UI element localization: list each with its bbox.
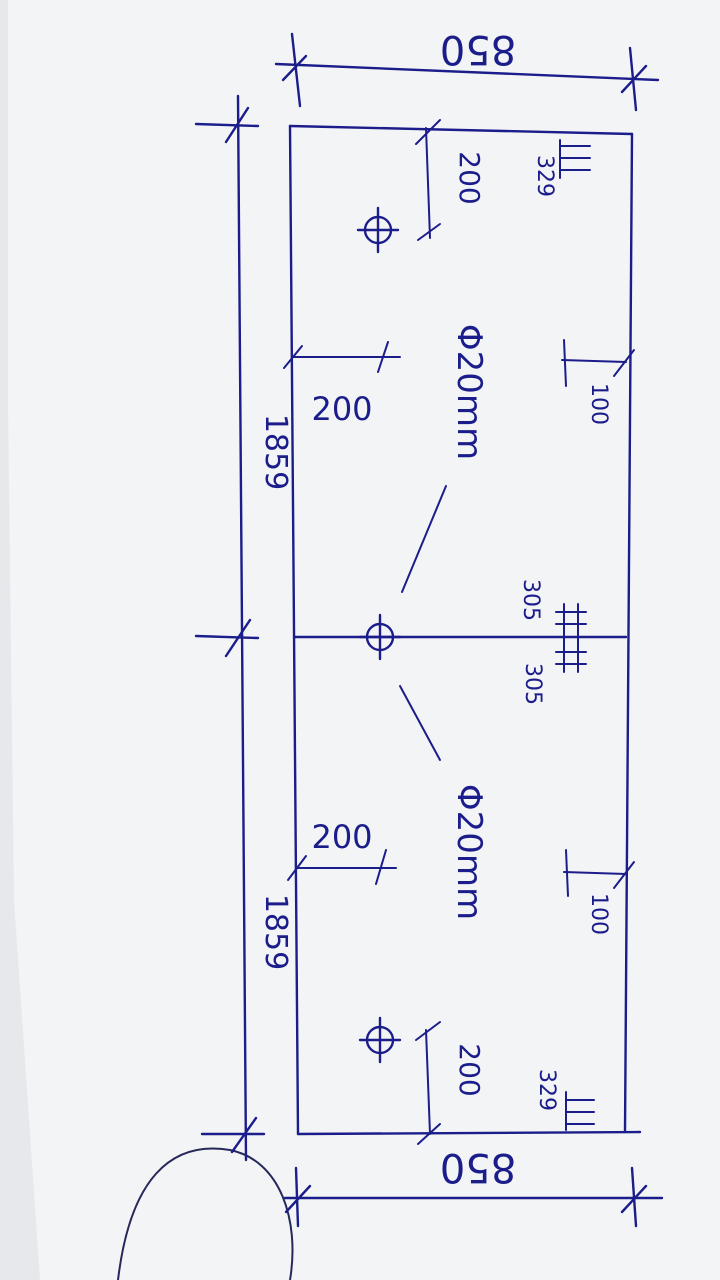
dimension-100-lower bbox=[563, 849, 635, 897]
hole-upper bbox=[356, 206, 400, 254]
dim-label-305-left: 305 bbox=[518, 579, 543, 621]
plate-outline bbox=[288, 124, 642, 1136]
hatch-marks-bottom bbox=[565, 1091, 595, 1131]
hole-diameter-label-upper: Φ20mm bbox=[449, 324, 489, 460]
length-label-lower: 1859 bbox=[258, 894, 293, 970]
hatch-marks-top bbox=[559, 139, 591, 179]
offset-label-left-lower: 200 bbox=[311, 818, 372, 856]
offset-label-lower-hole: 200 bbox=[453, 1043, 486, 1096]
hole-center bbox=[358, 613, 402, 661]
width-dimension-top bbox=[274, 32, 660, 112]
offset-dimension-upper-hole bbox=[415, 119, 441, 241]
hole-diameter-label-lower: Φ20mm bbox=[449, 784, 489, 920]
length-label-upper: 1859 bbox=[258, 414, 293, 490]
width-label-bottom: 850 bbox=[440, 1144, 516, 1190]
offset-dimension-left-lower bbox=[287, 849, 397, 885]
offset-label-left-upper: 200 bbox=[311, 390, 372, 428]
diameter-leader-lower bbox=[399, 685, 441, 761]
dim-label-329-top: 329 bbox=[532, 155, 557, 197]
dim-label-100-lower: 100 bbox=[586, 893, 611, 935]
hole-lower bbox=[358, 1016, 402, 1064]
diameter-leader-upper bbox=[401, 485, 447, 593]
dim-label-305-right: 305 bbox=[520, 663, 545, 705]
length-dimension-line bbox=[194, 94, 266, 1162]
offset-dimension-left-upper bbox=[283, 341, 401, 373]
dimension-100-upper bbox=[561, 339, 635, 387]
hatch-marks-center bbox=[555, 603, 587, 673]
corner-doodle bbox=[117, 1147, 294, 1280]
paper-sheet bbox=[8, 0, 720, 1280]
offset-dimension-lower-hole bbox=[415, 1021, 441, 1145]
width-dimension-bottom bbox=[283, 1166, 664, 1228]
offset-label-upper-hole: 200 bbox=[453, 151, 486, 204]
dim-label-100-upper: 100 bbox=[586, 383, 611, 425]
dim-label-329-bottom: 329 bbox=[534, 1069, 559, 1111]
width-label-top: 850 bbox=[440, 26, 516, 72]
